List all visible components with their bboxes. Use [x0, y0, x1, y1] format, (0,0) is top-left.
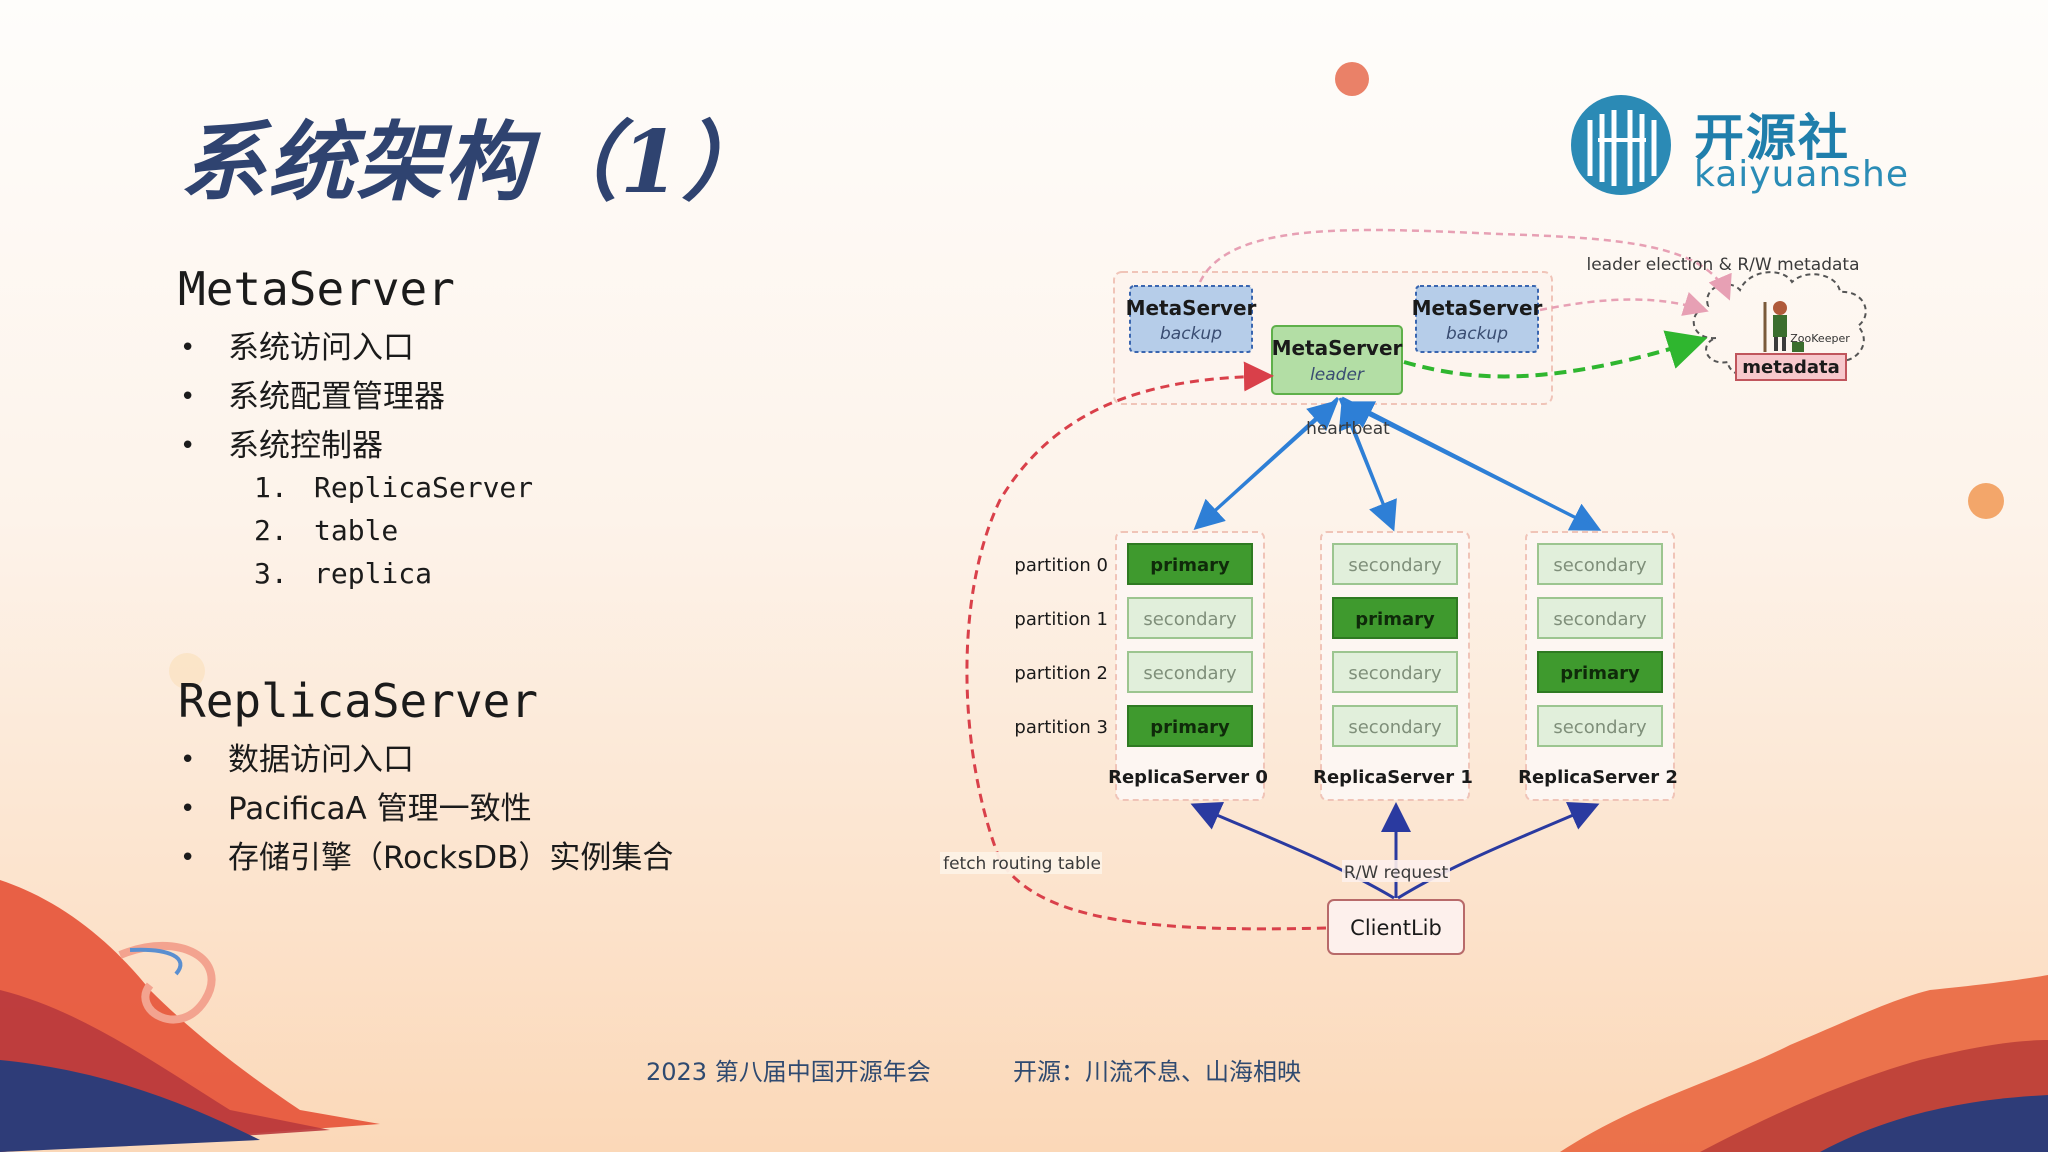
replica-role-label: primary [1150, 717, 1230, 738]
footer-conference: 2023 第八届中国开源年会 [646, 1058, 931, 1086]
replicaserver-heading: ReplicaServer [178, 674, 539, 728]
metaserver-role: backup [1446, 324, 1508, 344]
heartbeat-arrows [1193, 396, 1602, 532]
clientlib-label: ClientLib [1350, 916, 1442, 940]
logo-text-cn: 开源社 [1694, 109, 1850, 167]
metaserver-bullets: 系统访问入口 系统配置管理器 系统控制器 [178, 324, 455, 471]
metaserver-heading: MetaServer [178, 262, 455, 316]
metaserver-role: backup [1160, 324, 1222, 344]
primary-replica-box [1537, 651, 1663, 693]
replica-role-label: secondary [1553, 717, 1647, 738]
replica-role-label: secondary [1553, 555, 1647, 576]
decorative-dot [1968, 483, 2004, 519]
bullet-item: 系统配置管理器 [178, 373, 455, 422]
partition-label: partition 3 [1014, 717, 1108, 738]
replica-role-label: secondary [1553, 609, 1647, 630]
metaserver-section: MetaServer 系统访问入口 系统配置管理器 系统控制器 [178, 262, 455, 471]
secondary-replica-box [1537, 543, 1663, 585]
secondary-replica-box [1332, 705, 1458, 747]
replicaserver-name: ReplicaServer 2 [1518, 767, 1678, 788]
secondary-replica-box [1332, 651, 1458, 693]
partition-label: partition 2 [1014, 663, 1108, 684]
bullet-item: 数据访问入口 [178, 736, 673, 785]
metaserver-role: leader [1310, 365, 1365, 385]
primary-replica-box [1127, 543, 1253, 585]
page-title: 系统架构（1） [180, 112, 770, 213]
replicaserver-bullets: 数据访问入口 PacificaA 管理一致性 存储引擎（RocksDB）实例集合 [178, 736, 673, 883]
secondary-replica-box [1127, 651, 1253, 693]
replica-role-label: secondary [1348, 663, 1442, 684]
kaiyuanshe-emblem-icon [1571, 95, 1671, 195]
replica-role-label: secondary [1143, 663, 1237, 684]
clientlib-node: ClientLib [1327, 899, 1465, 955]
replica-role-label: secondary [1348, 555, 1442, 576]
replica-grid: primary secondary secondary primaryReplicaS… [1108, 543, 1678, 788]
bullet-item: 存储引擎（RocksDB）实例集合 [178, 834, 673, 883]
controller-sub-list: 1.ReplicaServer 2.table 3.replica [254, 466, 533, 595]
metaserver-backup-node: MetaServer backup [1126, 285, 1257, 353]
logo-text-en: kaiyuanshe [1694, 154, 1909, 195]
zookeeper-keeper-icon [1763, 301, 1804, 352]
replicaserver-name: ReplicaServer 0 [1108, 767, 1268, 788]
metadata-box [1735, 353, 1847, 381]
bullet-item: PacificaA 管理一致性 [178, 785, 673, 834]
leader-metadata-arrow [1403, 330, 1708, 379]
heartbeat-label: heartbeat [1306, 419, 1390, 439]
decorative-dot [169, 653, 205, 689]
metaserver-backup-node: MetaServer backup [1412, 285, 1543, 353]
fetch-routing-arrow [965, 361, 1327, 931]
replica-role-label: primary [1355, 609, 1435, 630]
backup-metadata-arrow [1539, 292, 1709, 316]
replica-role-label: primary [1150, 555, 1230, 576]
rw-request-label: R/W request [1344, 863, 1449, 883]
replicaserver-name: ReplicaServer 1 [1313, 767, 1473, 788]
bullet-item: 系统控制器 [178, 422, 455, 471]
footer-slogan: 开源：川流不息、山海相映 [1013, 1058, 1301, 1086]
secondary-replica-box [1127, 597, 1253, 639]
secondary-replica-box [1332, 543, 1458, 585]
partition-label: partition 0 [1014, 555, 1108, 576]
replica-role-label: secondary [1348, 717, 1442, 738]
partition-labels: partition 0 partition 1 partition 2 partiti… [1014, 555, 1108, 738]
secondary-replica-box [1537, 705, 1663, 747]
leader-election-label: leader election & R/W metadata [1586, 255, 1859, 275]
sub-list-item: 3.replica [254, 557, 433, 590]
primary-replica-box [1332, 597, 1458, 639]
replicaserver-section: ReplicaServer 数据访问入口 PacificaA 管理一致性 存储引… [178, 674, 673, 883]
kaiyuanshe-logo: 开源社 kaiyuanshe [1568, 88, 1908, 208]
metadata-label: metadata [1742, 357, 1840, 378]
replica-role-label: secondary [1143, 609, 1237, 630]
zookeeper-label: ZooKeeper [1790, 332, 1850, 345]
metaserver-leader-node: MetaServer leader [1271, 325, 1403, 395]
sub-list-item: 1.ReplicaServer [254, 471, 534, 504]
fetch-routing-label: fetch routing table [943, 854, 1101, 874]
leader-election-arrow [1198, 228, 1732, 301]
bullet-item: 系统访问入口 [178, 324, 455, 373]
metaserver-name: MetaServer [1412, 296, 1543, 320]
metaserver-name: MetaServer [1126, 296, 1257, 320]
sub-list-item: 2.table [254, 514, 399, 547]
replica-role-label: primary [1560, 663, 1640, 684]
decorative-dot [1335, 62, 1369, 96]
secondary-replica-box [1537, 597, 1663, 639]
partition-label: partition 1 [1014, 609, 1108, 630]
primary-replica-box [1127, 705, 1253, 747]
rw-request-arrows [1190, 802, 1600, 900]
metaserver-name: MetaServer [1272, 336, 1403, 360]
zookeeper-cloud: ZooKeeper metadata [1692, 271, 1867, 381]
